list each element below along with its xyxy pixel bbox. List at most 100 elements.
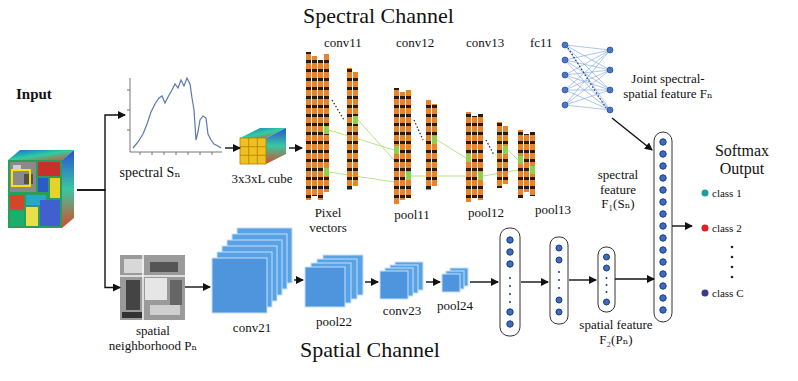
input-cube-part bbox=[8, 160, 62, 228]
vector-columns-part bbox=[507, 249, 513, 255]
spectral-feature-bars-part bbox=[324, 168, 329, 176]
joint-feature-column-part bbox=[660, 151, 666, 157]
class-dots-part bbox=[731, 266, 734, 269]
joint-feature-column-part bbox=[660, 283, 666, 289]
flow-arrows-part bbox=[612, 118, 652, 150]
spectral-feature-bars-part bbox=[394, 88, 399, 204]
vector-columns-part bbox=[604, 254, 610, 260]
pipeline-node: spatial feature F₂(Pₙ) bbox=[598, 247, 615, 312]
spectral-plot-part bbox=[176, 152, 177, 155]
input-cube-part bbox=[26, 207, 38, 226]
joint-feature-column-part bbox=[660, 223, 666, 229]
flow-arrows bbox=[289, 118, 652, 282]
joint-feature-column-part bbox=[660, 295, 666, 301]
class-dots-part bbox=[731, 246, 734, 249]
fc-network-part bbox=[565, 45, 610, 110]
spectral-feature-bars-part bbox=[411, 176, 466, 177]
joint-feature-column-part bbox=[660, 211, 666, 217]
vector-columns-part bbox=[509, 277, 511, 279]
input-cube-small-part bbox=[240, 146, 266, 147]
node-caption: spectral Sₙ bbox=[118, 165, 182, 181]
flow-connector bbox=[77, 190, 120, 288]
feature-map-stacks-part bbox=[380, 271, 408, 299]
spectral-feature-bars-part bbox=[358, 120, 394, 160]
spatial-image bbox=[120, 255, 185, 320]
flow-connector bbox=[365, 281, 378, 282]
vector-columns-part bbox=[598, 247, 615, 312]
fc-network-part bbox=[607, 47, 613, 53]
fc-network-part bbox=[565, 70, 610, 75]
vector-columns-part bbox=[604, 299, 610, 305]
spectral-feature-bars-part bbox=[353, 72, 358, 186]
flow-connector bbox=[185, 286, 210, 287]
spectral-feature-bars-part bbox=[503, 126, 508, 184]
class-dots-part bbox=[731, 276, 734, 279]
vector-columns-part bbox=[507, 309, 513, 315]
vector-columns-part bbox=[509, 301, 511, 303]
fc-network-part bbox=[565, 50, 610, 90]
vector-columns-part bbox=[550, 237, 568, 324]
vector-columns-part bbox=[606, 284, 608, 286]
input-cube-small-part bbox=[240, 155, 266, 156]
spectral-feature-bars-part bbox=[530, 132, 535, 196]
spectral-feature-bars-part bbox=[437, 140, 466, 158]
layer-label: Pixel vectors bbox=[296, 206, 360, 235]
spatial-image-part bbox=[150, 305, 180, 315]
spectral-feature-bars-part bbox=[530, 166, 535, 174]
joint-feature-column bbox=[654, 132, 672, 322]
spatial-image-part bbox=[145, 278, 167, 300]
fc-network-part bbox=[565, 45, 610, 70]
fc-network-part bbox=[607, 107, 613, 113]
layer-label: conv13 bbox=[466, 36, 518, 51]
joint-feature-column-part bbox=[660, 259, 666, 265]
fc-network-part bbox=[568, 48, 606, 108]
fc-network-part bbox=[607, 67, 613, 73]
spectral-feature-bars-part bbox=[406, 90, 411, 198]
vector-columns-part bbox=[556, 309, 562, 315]
flow-connector bbox=[672, 225, 692, 226]
flow-connector bbox=[294, 279, 303, 280]
pipeline-node: conv23 bbox=[378, 260, 426, 302]
fc-network-part bbox=[607, 87, 613, 93]
joint-feature-column-part bbox=[660, 235, 666, 241]
spectral-feature-bars-part bbox=[508, 150, 518, 160]
joint-feature-column-part bbox=[660, 139, 666, 145]
node-caption: Input bbox=[16, 86, 72, 103]
fc-network-part bbox=[562, 72, 568, 78]
spectral-feature-bars-part bbox=[329, 172, 394, 182]
vector-columns-part bbox=[507, 261, 513, 267]
joint-feature-column-part bbox=[660, 163, 666, 169]
class-dots bbox=[702, 190, 734, 297]
spectral-plot-part bbox=[164, 152, 165, 155]
joint-feature-column-part bbox=[654, 132, 672, 322]
spectral-feature-bars-part bbox=[478, 114, 483, 200]
spatial-image-part bbox=[126, 280, 140, 310]
fc-network-part bbox=[565, 90, 610, 105]
vector-columns-part bbox=[556, 297, 562, 303]
input-cube-part bbox=[40, 200, 60, 226]
spatial-image-part bbox=[120, 255, 185, 320]
spectral-plot-part bbox=[127, 90, 130, 91]
vector-columns-part bbox=[507, 321, 513, 327]
vector-columns-part bbox=[604, 265, 610, 271]
fc-network-part bbox=[565, 50, 610, 75]
spectral-feature-bars-part bbox=[518, 156, 523, 164]
spectral-feature-bars-part bbox=[466, 154, 471, 162]
pipeline-node: Softmax Outputclass 1class 2class C bbox=[692, 140, 792, 306]
layer-label: spectral feature F₁(Sₙ) bbox=[584, 168, 652, 212]
input-cube-small-part bbox=[248, 138, 249, 164]
input-cube-small bbox=[240, 128, 286, 164]
fc-network-part bbox=[565, 60, 610, 70]
class-label: class 2 bbox=[712, 222, 784, 234]
pipeline-node: spectral Sₙ bbox=[125, 72, 225, 158]
spectral-plot-part bbox=[130, 78, 131, 152]
spectral-feature-bars-part bbox=[353, 116, 358, 124]
feature-map-stacks-part bbox=[442, 274, 460, 292]
pipeline-node: pool24 bbox=[440, 266, 470, 296]
layer-label: pool13 bbox=[529, 203, 577, 218]
fc-network-part bbox=[562, 57, 568, 63]
vector-columns-part bbox=[509, 293, 511, 295]
spectral-feature-bars-part bbox=[503, 146, 508, 154]
